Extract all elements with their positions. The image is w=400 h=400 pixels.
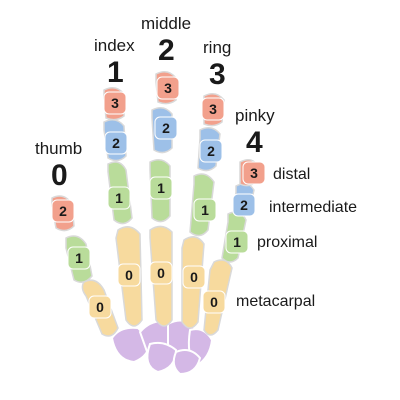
badge-index-intermediate: 2: [112, 135, 120, 151]
badge-middle-intermediate: 2: [162, 120, 170, 136]
finger-name-middle: middle: [141, 14, 192, 33]
badge-ring-distal: 3: [209, 101, 217, 117]
badge-pinky-intermediate: 2: [240, 197, 248, 213]
badge-thumb-distal: 2: [59, 203, 67, 219]
badge-thumb-proximal: 1: [75, 250, 83, 266]
bone-badges: [51, 76, 266, 319]
badge-pinky-distal: 3: [250, 165, 258, 181]
finger-name-thumb: thumb: [35, 139, 83, 158]
badge-pinky-metacarpal: 0: [210, 294, 218, 310]
badge-ring-intermediate: 2: [207, 143, 215, 159]
bone-badge-labels: 3 3 3 3 2 2 2 2 2 1 1 1 1 1 0 0 0 0 0: [59, 80, 258, 315]
badge-ring-metacarpal: 0: [190, 269, 198, 285]
badge-index-distal: 3: [111, 95, 119, 111]
badge-ring-proximal: 1: [201, 202, 209, 218]
finger-number-index: 1: [107, 56, 124, 89]
finger-number-thumb: 0: [51, 159, 68, 192]
finger-number-pinky: 4: [246, 126, 263, 159]
legend-proximal: proximal: [257, 234, 318, 251]
badge-index-metacarpal: 0: [125, 267, 133, 283]
finger-number-ring: 3: [209, 58, 226, 91]
carpal-bones: [110, 319, 214, 376]
legend-distal: distal: [273, 166, 311, 183]
legend-intermediate: intermediate: [269, 199, 358, 216]
legend-metacarpal: metacarpal: [236, 293, 316, 310]
badge-middle-distal: 3: [164, 80, 172, 96]
badge-middle-proximal: 1: [157, 180, 165, 196]
finger-name-ring: ring: [203, 38, 232, 57]
badge-middle-metacarpal: 0: [157, 265, 165, 281]
badge-pinky-proximal: 1: [233, 234, 241, 250]
finger-name-pinky: pinky: [235, 106, 275, 125]
badge-index-proximal: 1: [115, 190, 123, 206]
badge-thumb-metacarpal: 0: [96, 299, 104, 315]
finger-name-index: index: [94, 36, 135, 55]
finger-number-middle: 2: [158, 34, 175, 67]
